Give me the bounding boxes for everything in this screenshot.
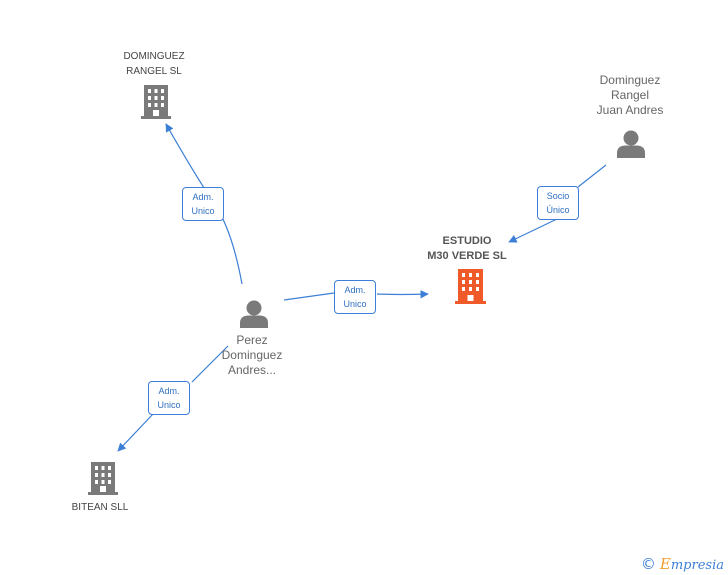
perez-dominguez-andres-person-icon[interactable]: [240, 300, 268, 329]
edge-label-adm-unico-bitean[interactable]: Adm. Unico: [148, 381, 190, 415]
perez-dominguez-andres-label[interactable]: Perez Dominguez Andres...: [221, 333, 283, 377]
dominguez-rangel-sl-building-icon[interactable]: [141, 85, 171, 119]
empresia-logo[interactable]: Empresia: [659, 555, 724, 573]
estudio-m30-verde-sl-label[interactable]: ESTUDIO M30 VERDE SL: [427, 235, 507, 262]
dominguez-rangel-juan-andres-label[interactable]: Dominguez Rangel Juan Andres: [596, 73, 664, 117]
bitean-sll-building-icon[interactable]: [88, 462, 118, 495]
edge-label-adm-unico-estudio-m30[interactable]: Adm. Unico: [334, 280, 376, 314]
estudio-m30-verde-sl-building-icon[interactable]: [455, 269, 486, 304]
dominguez-rangel-sl-label[interactable]: DOMINGUEZ RANGEL SL: [123, 51, 185, 77]
edge-juan-andres-to-estudio-m30: [509, 164, 607, 242]
bitean-sll-label[interactable]: BITEAN SLL: [71, 502, 129, 513]
footer-branding: © Empresia: [641, 555, 724, 573]
edge-perez-to-bitean: [118, 345, 229, 451]
edge-label-socio-unico[interactable]: Socio Único: [537, 186, 579, 220]
edge-perez-to-estudio-m30: [283, 293, 428, 300]
copyright-icon: ©: [640, 555, 656, 573]
edge-label-adm-unico-dominguez-rangel-sl[interactable]: Adm. Unico: [182, 187, 224, 221]
dominguez-rangel-juan-andres-person-icon[interactable]: [617, 130, 645, 159]
